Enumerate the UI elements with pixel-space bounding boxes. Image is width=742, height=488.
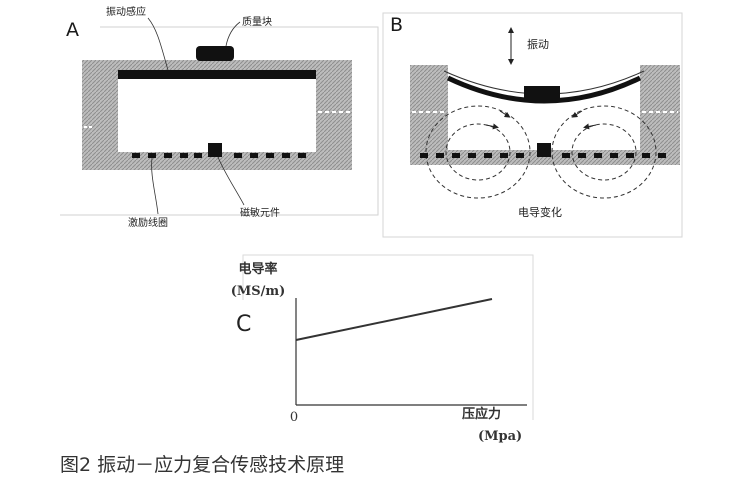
coil-turn [164, 153, 172, 158]
coil-turn [420, 153, 428, 158]
coil-turn [132, 153, 140, 158]
excitation-coil-row-b [420, 153, 666, 158]
leader-magnetic-element [217, 156, 245, 206]
housing-left-wall [410, 65, 448, 165]
x-axis-unit: (Mpa) [478, 429, 522, 444]
deformed-diaphragm [446, 75, 642, 104]
coil-turn [452, 153, 460, 158]
figure-caption: 图2 振动－应力复合传感技术原理 [60, 454, 344, 476]
coil-turn [516, 153, 524, 158]
mass-block-label: 质量块 [242, 16, 272, 28]
panel-a: A 振动感应 质量块 激励线圈 磁敏元件 [60, 5, 379, 229]
conductance-change-label: 电导变化 [518, 205, 562, 219]
leader-mass-block [225, 21, 241, 47]
housing-right-wall [640, 65, 680, 165]
panel-c-frame [242, 254, 534, 420]
coil-turn [180, 153, 188, 158]
panel-b: B 振动 电导变化 [382, 12, 683, 238]
magnetic-sensor-element [208, 143, 222, 157]
y-axis-unit: (MS/m) [231, 284, 286, 299]
field-arrow-left [485, 123, 499, 130]
coil-turn [658, 153, 666, 158]
y-axis-label: 电导率 [238, 261, 277, 277]
panel-c-letter: C [236, 312, 251, 337]
field-arrow-right [583, 123, 597, 130]
origin-label: 0 [290, 410, 298, 425]
magnetic-element-label: 磁敏元件 [240, 206, 280, 219]
panel-c: C 电导率 (MS/m) 0 压应力 (Mpa) [231, 254, 534, 444]
vibration-label: 振动 [527, 37, 549, 51]
coil-turn [500, 153, 508, 158]
coil-turn [468, 153, 476, 158]
leader-excitation-coil [151, 157, 159, 215]
vibration-sensing-label: 振动感应 [106, 5, 146, 18]
coil-turn [298, 153, 306, 158]
excitation-coil-label: 激励线圈 [128, 216, 168, 229]
field-line-right-outer [551, 105, 657, 199]
coil-turn [594, 153, 602, 158]
mass-block-b [524, 86, 560, 100]
sensor-cavity [118, 78, 316, 152]
coil-turn [626, 153, 634, 158]
coil-turn [484, 153, 492, 158]
coil-turn [578, 153, 586, 158]
panel-a-letter: A [66, 19, 79, 41]
field-arrow-right-outer [571, 110, 583, 118]
coil-turn [250, 153, 258, 158]
field-line-left-inner [445, 123, 511, 181]
leader-vibration-sensing [147, 17, 169, 71]
magnetic-sensor-element-b [537, 143, 551, 157]
coil-turn [148, 153, 156, 158]
coil-turn [234, 153, 242, 158]
field-line-left-outer [425, 105, 531, 199]
coil-turn [562, 153, 570, 158]
coil-turn [610, 153, 618, 158]
panel-a-frame [60, 26, 379, 216]
coil-turn [282, 153, 290, 158]
panel-b-frame [382, 12, 683, 238]
x-axis-label: 压应力 [462, 406, 501, 422]
field-arrow-left-outer [499, 110, 511, 118]
coil-turn [194, 153, 202, 158]
vibration-diaphragm [118, 70, 316, 79]
coil-turn [436, 153, 444, 158]
field-line-right-inner [571, 123, 637, 181]
panel-b-letter: B [390, 14, 403, 36]
conductivity-trend-line [295, 298, 493, 341]
mass-block [196, 46, 234, 61]
coil-turn [642, 153, 650, 158]
excitation-coil-row [132, 153, 306, 158]
coil-turn [266, 153, 274, 158]
